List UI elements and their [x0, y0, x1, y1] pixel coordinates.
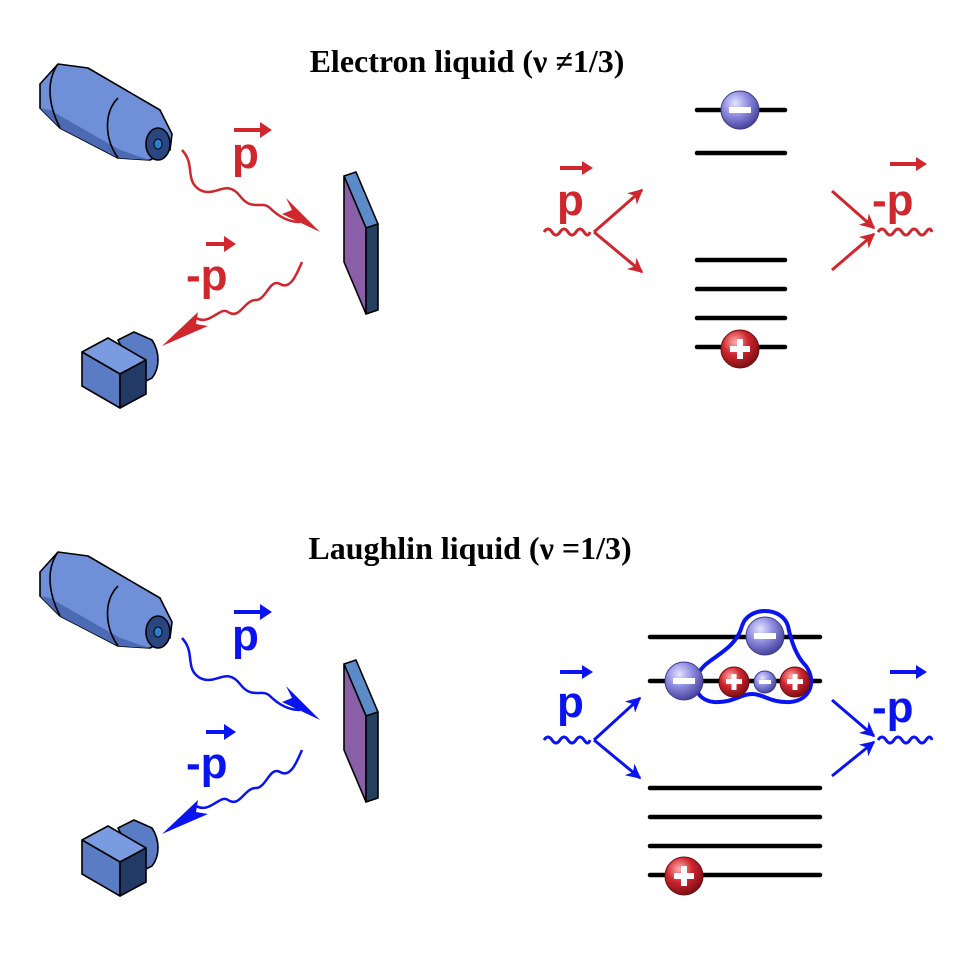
svg-text:-p: -p: [186, 251, 228, 300]
label-p-incoming: p: [232, 122, 272, 178]
light-source-icon: [39, 551, 173, 649]
hole-particle: [664, 856, 704, 896]
hole-particle: [718, 666, 750, 698]
label-p-vertex: p: [557, 176, 584, 225]
photon-outgoing: [195, 749, 304, 810]
electron-particle: [745, 616, 785, 656]
electron-particle: [664, 661, 704, 701]
hole-particle: [779, 666, 811, 698]
label-minus-p-vertex: -p: [872, 176, 914, 225]
hole-particle: [720, 329, 760, 369]
svg-text:p: p: [232, 129, 259, 178]
scattering-vertex-in: p: [542, 161, 644, 274]
scattering-vertex-out: -p: [831, 157, 934, 272]
arrowhead-outgoing: [162, 312, 208, 346]
energy-levels: [694, 107, 788, 350]
label-minus-p-outgoing: -p: [186, 236, 236, 300]
svg-text:-p: -p: [186, 739, 228, 788]
detector-camera-icon: [81, 819, 159, 897]
detector-camera-icon: [81, 331, 159, 409]
scattering-vertex-in: p: [542, 665, 642, 780]
photon-outgoing: [195, 261, 304, 322]
scattering-vertex-out: -p: [831, 665, 934, 778]
label-minus-p-outgoing: -p: [186, 724, 236, 788]
arrowhead-outgoing: [162, 800, 208, 834]
sample-icon: [343, 171, 379, 315]
label-p-vertex: p: [557, 678, 584, 727]
svg-text:p: p: [232, 611, 259, 660]
panel-title: Electron liquid (ν ≠1/3): [310, 43, 625, 79]
photon-incoming: [181, 149, 301, 224]
electron-particle: [720, 90, 760, 130]
label-minus-p-vertex: -p: [872, 683, 914, 732]
panel-title: Laughlin liquid (ν =1/3): [308, 530, 631, 566]
electron-small-particle: [753, 670, 777, 694]
sample-icon: [343, 659, 379, 803]
photon-incoming: [181, 637, 301, 712]
panel-laughlin-liquid: Laughlin liquid (ν =1/3) p -p: [39, 530, 934, 897]
panel-electron-liquid: Electron liquid (ν ≠1/3) p -p: [39, 43, 934, 409]
arrowhead-incoming: [282, 686, 320, 720]
label-p-incoming: p: [232, 604, 272, 660]
arrowhead-incoming: [282, 198, 320, 232]
light-source-icon: [39, 63, 173, 161]
